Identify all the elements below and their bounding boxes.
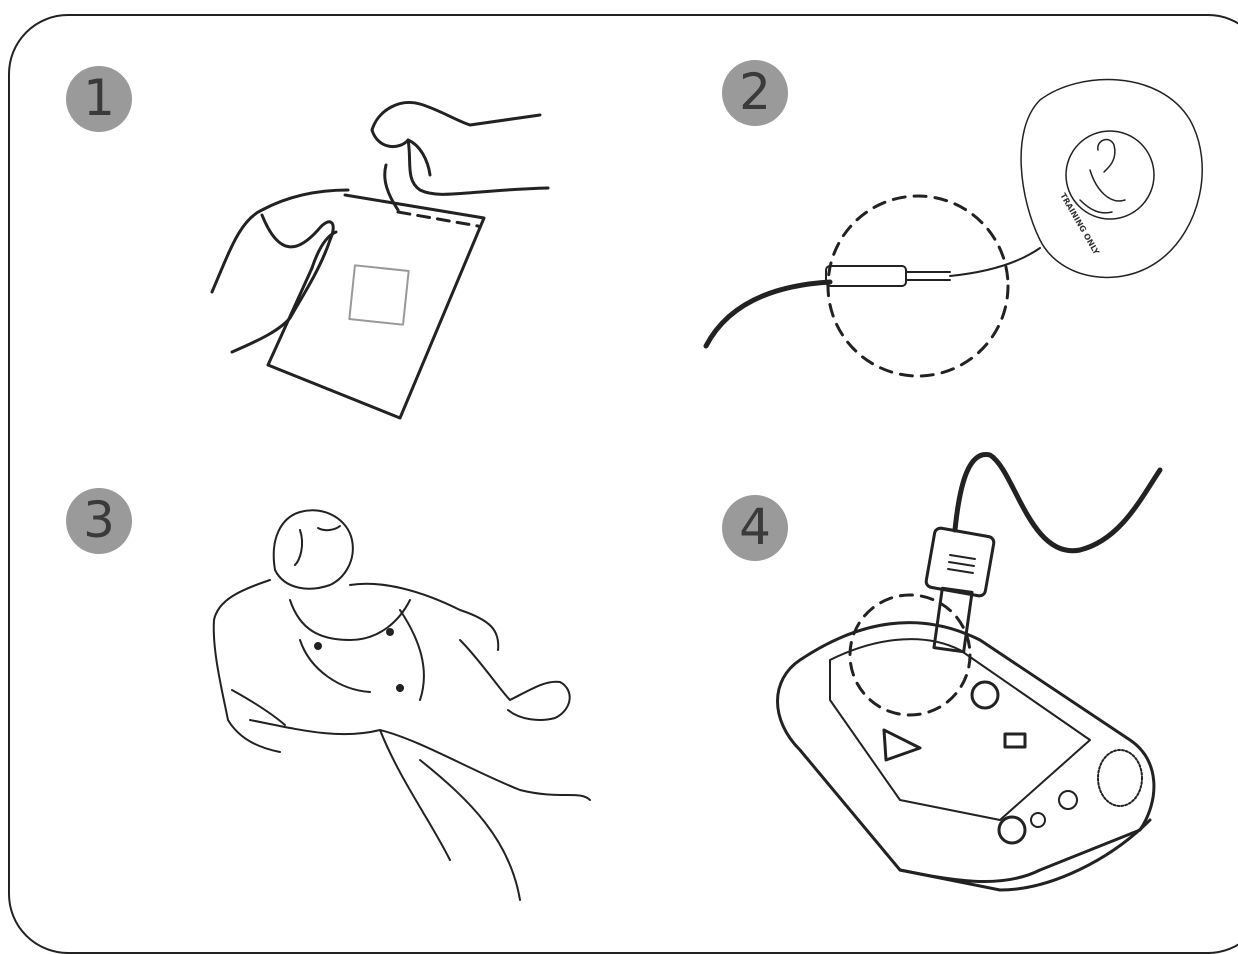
connector-plug [826, 266, 906, 286]
aed-top-panel [830, 639, 1090, 820]
front-port-3 [1059, 791, 1077, 809]
pad-window [349, 265, 408, 324]
right-arm [460, 640, 570, 720]
right-hand [372, 102, 548, 210]
left-arm [232, 690, 285, 725]
zoom-circle-aed [850, 595, 970, 715]
jacket-right [350, 584, 498, 700]
speaker-grille [1098, 750, 1142, 806]
illustration-canvas: TRAINING ONLY [0, 0, 1238, 928]
connector-body [925, 527, 995, 597]
left-hand [212, 190, 348, 352]
step-1-illustration [212, 102, 548, 418]
connector-grip-lines [948, 555, 975, 573]
head [274, 510, 353, 588]
step-3-illustration [214, 510, 590, 900]
cable-left [706, 282, 830, 346]
front-port-1 [999, 817, 1025, 843]
chest-dot-left [315, 643, 321, 649]
cable-right [950, 248, 1040, 276]
small-button-icon [1005, 734, 1025, 747]
connector-pins [906, 272, 950, 280]
face-details [295, 526, 340, 565]
torso [290, 600, 410, 692]
lower-body [250, 720, 590, 900]
front-port-2 [1031, 813, 1045, 827]
pad-graphic-circle [1066, 131, 1154, 219]
aed-body [778, 623, 1154, 882]
step-2-illustration: TRAINING ONLY [706, 80, 1202, 376]
step-4-illustration [778, 454, 1161, 890]
jacket-left [214, 580, 280, 752]
shock-triangle-icon [884, 730, 920, 760]
abdomen-dot [397, 685, 403, 691]
on-button-icon [972, 682, 998, 708]
chest-dot-right [387, 629, 393, 635]
pad-label: TRAINING ONLY [1058, 192, 1101, 257]
pad-figure [1080, 140, 1125, 213]
training-pad [1021, 80, 1202, 278]
package-outline [268, 195, 484, 418]
